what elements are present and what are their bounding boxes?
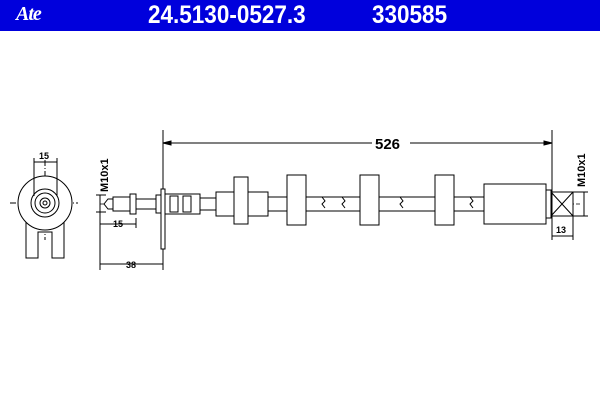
right-fitting-length-label: 13 [556,225,566,235]
fitting-length-label: 15 [113,219,123,229]
ate-logo: Ate [16,3,42,25]
hose-body [215,174,574,226]
part-number: 24.5130-0527.3 [148,1,306,29]
reference-code: 330585 [372,1,448,29]
bracket-offset-label: 38 [126,260,136,270]
header-banner: Ate 24.5130-0527.3 330585 [0,0,600,31]
length-label: 526 [375,136,400,153]
thread-right-label: M10x1 [576,153,588,187]
end-view: 15 [10,151,78,259]
length-dimension: 526 13 M10x1 [162,130,588,240]
thread-left-label: M10x1 [99,158,111,192]
left-fitting: M10x1 15 38 [96,130,217,270]
end-width-label: 15 [39,151,49,161]
